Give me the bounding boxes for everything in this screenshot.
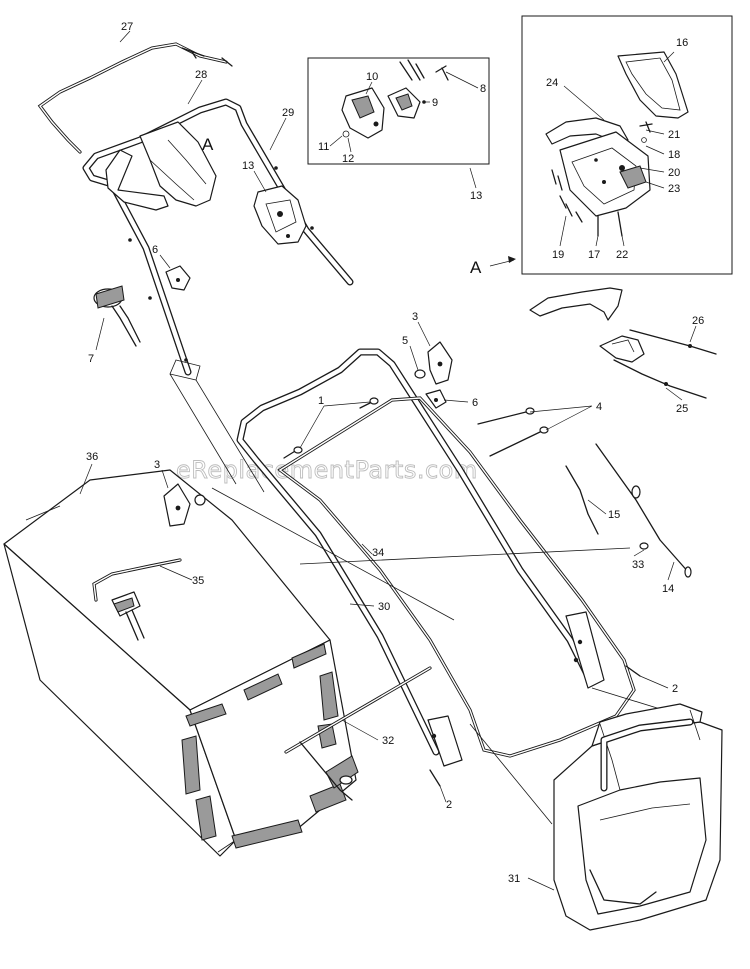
callout-31: 31 <box>508 873 520 885</box>
callout-29: 29 <box>282 107 294 119</box>
callout-12: 12 <box>342 153 354 165</box>
callout-5: 5 <box>402 335 408 347</box>
callout-17: 17 <box>588 249 600 261</box>
part-26-25-lever-cables <box>529 287 717 399</box>
callout-leaders <box>79 30 697 891</box>
part-a-bail-bracket <box>105 121 217 211</box>
callout-2b: 2 <box>446 799 452 811</box>
callout-13b: 13 <box>470 190 482 202</box>
callout-24: 24 <box>546 77 558 89</box>
callout-13a: 13 <box>242 160 254 172</box>
callout-2a: 2 <box>672 683 678 695</box>
part-27-control-rod <box>37 42 233 154</box>
part-2-pin-right <box>625 665 641 677</box>
callout-9: 9 <box>432 97 438 109</box>
part-34-bag-frame <box>277 396 636 758</box>
callout-23: 23 <box>668 183 680 195</box>
detail-a-parts <box>545 51 689 237</box>
callout-26: 26 <box>692 315 704 327</box>
callout-16: 16 <box>676 37 688 49</box>
inset-box-switch <box>307 57 490 165</box>
callout-11: 11 <box>318 141 329 153</box>
callout-32: 32 <box>382 735 394 747</box>
marker-a-detail: A <box>470 258 482 277</box>
part-4-bolts <box>477 407 549 457</box>
arrowhead-marker-a <box>508 256 516 263</box>
marker-a-handle: A <box>202 135 214 154</box>
watermark-text: eReplacementParts.com <box>176 456 478 484</box>
assembly-guide-lines-2 <box>211 487 631 621</box>
part-30-lower-handle <box>236 348 605 767</box>
callout-28: 28 <box>195 69 207 81</box>
callout-25: 25 <box>676 403 688 415</box>
part-2-pin-bottom <box>429 769 441 787</box>
part-33-nut <box>639 542 649 550</box>
part-15-cable <box>565 465 599 535</box>
part-6-clip-upper <box>165 265 191 291</box>
callout-18: 18 <box>668 149 680 161</box>
callout-22: 22 <box>616 249 628 261</box>
part-32-cross-rod <box>284 666 432 801</box>
callout-19: 19 <box>552 249 564 261</box>
callout-30: 30 <box>378 601 390 613</box>
callout-27: 27 <box>121 21 133 33</box>
part-36-grass-bag <box>3 469 359 857</box>
callout-6b: 6 <box>472 397 478 409</box>
callout-14: 14 <box>662 583 674 595</box>
inset-box-detail-a <box>521 15 733 275</box>
part-7-knob-upper <box>93 285 141 347</box>
callout-34: 34 <box>372 547 384 559</box>
callout-3a: 3 <box>412 311 418 323</box>
callout-7: 7 <box>88 353 94 365</box>
part-14-cable <box>595 443 692 578</box>
part-13-switch-housing <box>253 185 307 245</box>
callout-3b: 3 <box>154 459 160 471</box>
part-35-bag-rod <box>92 558 182 641</box>
callout-35: 35 <box>192 575 204 587</box>
part-3-5-knob-right <box>414 341 453 385</box>
callout-36: 36 <box>86 451 98 463</box>
callout-4: 4 <box>596 401 602 413</box>
callout-33: 33 <box>632 559 644 571</box>
callout-6a: 6 <box>152 244 158 256</box>
callout-8: 8 <box>480 83 486 95</box>
callout-20: 20 <box>668 167 680 179</box>
callout-1: 1 <box>318 395 324 407</box>
part-1-bolts <box>283 397 379 459</box>
part-6-clip-right <box>425 389 447 409</box>
part-31-rear-bag <box>553 703 723 931</box>
callout-labels: 27 28 29 13 6 7 8 9 10 11 12 13 16 24 21… <box>86 21 704 885</box>
callout-15: 15 <box>608 509 620 521</box>
inset-switch-parts <box>341 59 449 139</box>
callout-10: 10 <box>366 71 378 83</box>
callout-21: 21 <box>668 129 680 141</box>
